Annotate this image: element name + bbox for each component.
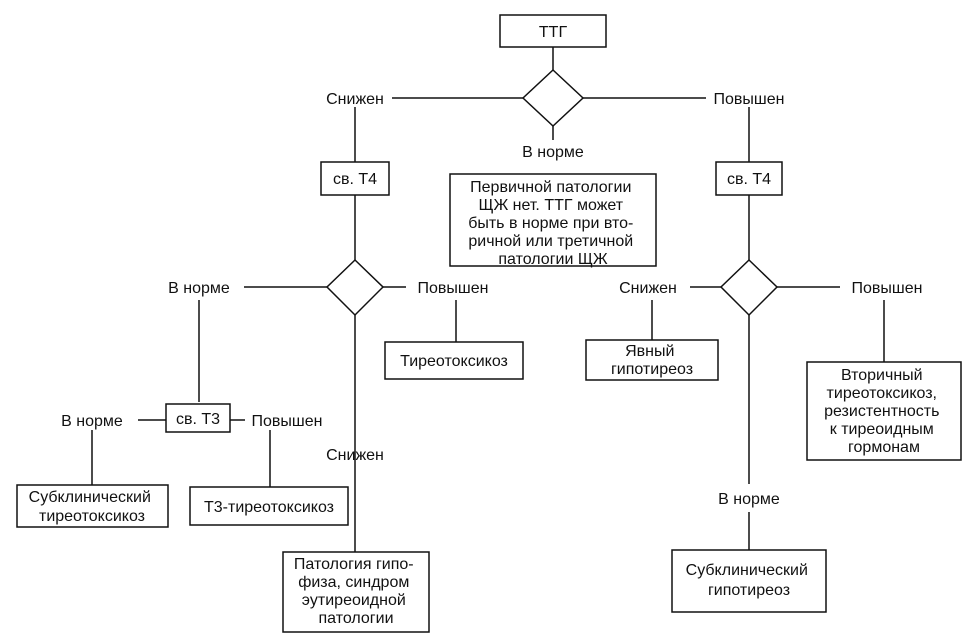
label-rt4-high: Повышен [852,280,923,297]
label-lt4-high: Повышен [418,280,489,297]
label-ttg-normal: В норме [522,144,584,161]
node-normal-center: Первичной патологии ЩЖ нет. ТТГ может бы… [449,173,657,268]
node-ttg-text: ТТГ [539,24,568,41]
node-ttg: ТТГ [499,14,607,48]
label-rt4-low: Снижен [619,280,677,297]
node-subclin-tireotoksikoz-text: Субклинический тиреотоксикоз [29,489,156,525]
node-subclin-gipotireoz-text: Субклинический гипотиреоз [686,562,813,599]
label-ttg-high: Повышен [714,91,785,108]
node-vtorichny-text: Вторичный тиреотоксикоз, резистентность … [824,367,944,456]
node-hypophysis: Патология гипо- физа, синдром эутиреоидн… [282,551,430,633]
node-svt4-left: св. Т4 [320,161,390,196]
node-tireotoksikoz: Тиреотоксикоз [384,341,524,380]
label-t3-normal: В норме [61,413,123,430]
node-yavny-gipotireoz: Явный гипотиреоз [585,339,719,381]
node-yavny-gipotireoz-text: Явный гипотиреоз [611,343,693,378]
connectors [91,47,885,552]
node-hypophysis-text: Патология гипо- физа, синдром эутиреоидн… [294,556,418,627]
node-svt4-left-text: св. Т4 [333,171,377,188]
label-rt4-normal: В норме [718,491,780,508]
label-ttg-low: Снижен [326,91,384,108]
node-svt4-right: св. Т4 [715,161,783,196]
node-subclin-tireotoksikoz: Субклинический тиреотоксикоз [16,484,169,528]
label-t3-high: Повышен [252,413,323,430]
node-svt3: св. Т3 [165,403,231,433]
label-lt4-low: Снижен [326,447,384,464]
node-normal-center-text: Первичной патологии ЩЖ нет. ТТГ может бы… [468,179,638,268]
label-lt4-normal: В норме [168,280,230,297]
node-t3-tireotoksikoz-text: Т3-тиреотоксикоз [204,499,334,516]
node-svt4-right-text: св. Т4 [727,171,771,188]
node-subclin-gipotireoz: Субклинический гипотиреоз [671,549,827,613]
node-svt3-text: св. Т3 [176,411,220,428]
decision-svt4-right [719,258,779,317]
decision-svt4-left [325,258,385,317]
node-t3-tireotoksikoz: Т3-тиреотоксикоз [189,486,349,526]
node-tireotoksikoz-text: Тиреотоксикоз [400,353,508,370]
decision-ttg [521,68,585,128]
node-vtorichny: Вторичный тиреотоксикоз, резистентность … [806,361,962,461]
